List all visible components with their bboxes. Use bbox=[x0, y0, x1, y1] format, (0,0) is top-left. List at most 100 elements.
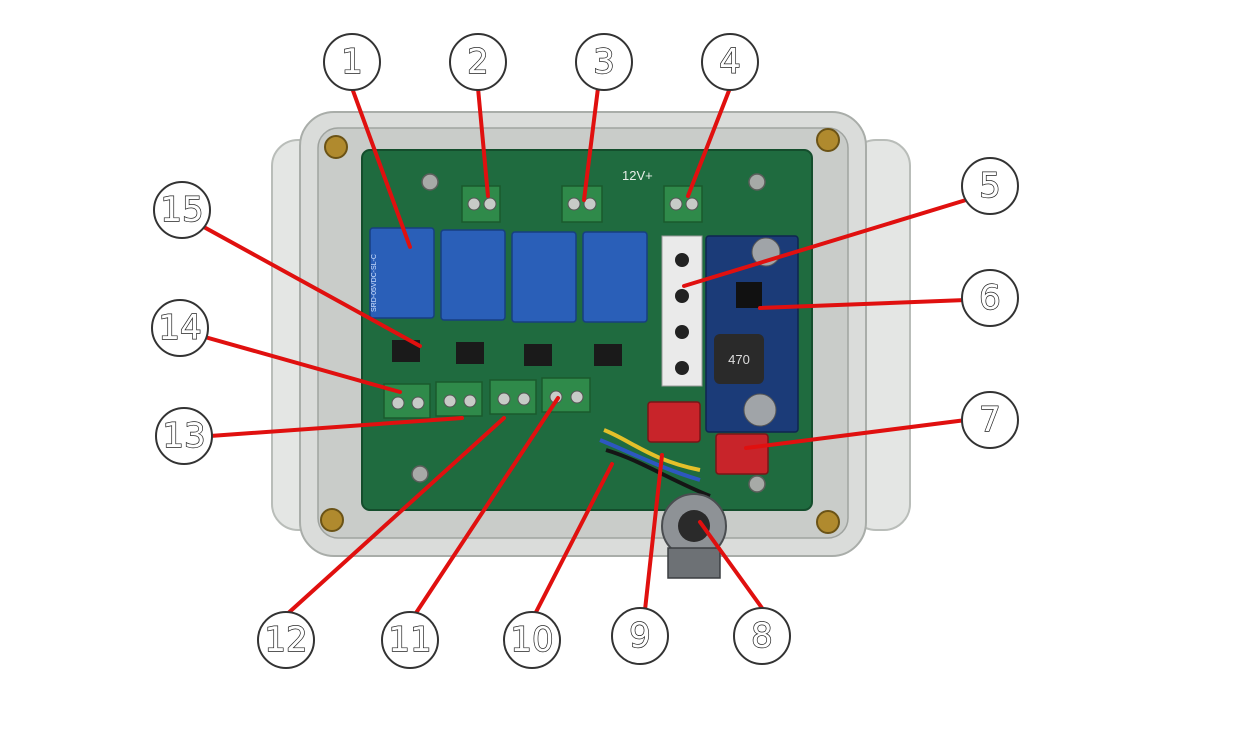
inductor bbox=[714, 334, 764, 384]
screw-top-left bbox=[324, 135, 348, 159]
pcb-hole-tl bbox=[421, 173, 439, 191]
leader-2 bbox=[476, 86, 490, 198]
svg-text:9: 9 bbox=[629, 616, 651, 656]
top-terminal-blocks bbox=[461, 185, 703, 223]
leader-7 bbox=[744, 418, 968, 450]
terminal-screw bbox=[497, 392, 511, 406]
optocoupler-row bbox=[392, 340, 622, 366]
svg-text:11: 11 bbox=[388, 620, 431, 660]
leader-4 bbox=[686, 86, 732, 198]
capacitor-bottom bbox=[743, 393, 777, 427]
leader-lines bbox=[178, 86, 968, 618]
terminal-screw bbox=[583, 197, 597, 211]
terminal-screw bbox=[443, 394, 457, 408]
leader-10 bbox=[532, 462, 614, 618]
relay-marking: SRD-05VDC-SL-C bbox=[371, 254, 378, 312]
rocker-switches bbox=[647, 401, 769, 475]
screw-bottom-right bbox=[816, 510, 840, 534]
callout-12: 12 bbox=[257, 611, 315, 669]
push-button-1 bbox=[675, 253, 689, 267]
svg-text:12: 12 bbox=[264, 620, 307, 660]
svg-text:4: 4 bbox=[719, 42, 741, 82]
wire-yellow bbox=[603, 428, 701, 472]
callout-5: 5 bbox=[961, 157, 1019, 215]
gland-core bbox=[678, 510, 710, 542]
relay-2 bbox=[440, 229, 506, 321]
dc-dc-chip bbox=[736, 282, 762, 308]
wire-bundle bbox=[599, 428, 711, 498]
wire-black bbox=[605, 448, 711, 498]
terminal-screw bbox=[391, 396, 405, 410]
svg-text:3: 3 bbox=[593, 42, 615, 82]
push-button-3 bbox=[675, 325, 689, 339]
terminal-screw bbox=[467, 197, 481, 211]
push-button-column bbox=[661, 235, 703, 387]
terminal-screw bbox=[669, 197, 683, 211]
optocoupler-2 bbox=[456, 342, 484, 364]
callout-6: 6 bbox=[961, 269, 1019, 327]
leader-5 bbox=[682, 198, 968, 288]
leader-1 bbox=[350, 86, 412, 249]
leader-6 bbox=[758, 298, 968, 310]
svg-text:7: 7 bbox=[979, 400, 1001, 440]
callout-4: 4 bbox=[701, 33, 759, 91]
cable-gland bbox=[661, 493, 727, 579]
svg-text:2: 2 bbox=[467, 42, 489, 82]
svg-text:8: 8 bbox=[751, 616, 773, 656]
leader-15 bbox=[180, 213, 422, 348]
leader-14 bbox=[178, 328, 402, 394]
pcb-hole-br bbox=[748, 475, 766, 493]
pcb-hole-tr bbox=[748, 173, 766, 191]
corner-screws bbox=[320, 128, 840, 534]
screw-top-right bbox=[816, 128, 840, 152]
relay-bank: SRD-05VDC-SL-C bbox=[369, 227, 648, 323]
leader-3 bbox=[582, 86, 600, 202]
callout-2: 2 bbox=[449, 33, 507, 91]
callout-15: 15 bbox=[153, 181, 211, 239]
svg-text:10: 10 bbox=[510, 620, 553, 660]
bottom-terminal-blocks bbox=[383, 377, 591, 419]
push-button-4 bbox=[675, 361, 689, 375]
leader-9 bbox=[643, 453, 664, 612]
svg-text:1: 1 bbox=[341, 42, 363, 82]
leader-13 bbox=[208, 416, 464, 438]
terminal-screw bbox=[463, 394, 477, 408]
relay-4 bbox=[582, 231, 648, 323]
svg-text:14: 14 bbox=[158, 308, 201, 348]
svg-text:13: 13 bbox=[162, 416, 205, 456]
dc-dc-module: 470 bbox=[705, 235, 799, 433]
optocoupler-1 bbox=[392, 340, 420, 362]
leader-8 bbox=[698, 520, 764, 610]
callout-14: 14 bbox=[151, 299, 209, 357]
terminal-screw bbox=[685, 197, 699, 211]
callout-9: 9 bbox=[611, 607, 669, 665]
relay-1 bbox=[369, 227, 435, 319]
gland-thread bbox=[667, 547, 721, 579]
wire-blue bbox=[599, 438, 701, 482]
terminal-screw bbox=[567, 197, 581, 211]
callout-3: 3 bbox=[575, 33, 633, 91]
rocker-switch-upper bbox=[647, 401, 701, 443]
callout-1: 1 bbox=[323, 33, 381, 91]
callout-11: 11 bbox=[381, 611, 439, 669]
callout-13: 13 bbox=[155, 407, 213, 465]
callout-8: 8 bbox=[733, 607, 791, 665]
svg-text:6: 6 bbox=[979, 278, 1001, 318]
svg-text:15: 15 bbox=[160, 190, 203, 230]
optocoupler-3 bbox=[524, 344, 552, 366]
callout-10: 10 bbox=[503, 611, 561, 669]
callout-7: 7 bbox=[961, 391, 1019, 449]
terminal-screw bbox=[411, 396, 425, 410]
rocker-switch-lower bbox=[715, 433, 769, 475]
pcb-hole-bl bbox=[411, 465, 429, 483]
push-button-2 bbox=[675, 289, 689, 303]
screw-bottom-left bbox=[320, 508, 344, 532]
pcb-silk-label: 12V+ bbox=[622, 168, 653, 183]
leader-12 bbox=[283, 416, 506, 618]
optocoupler-4 bbox=[594, 344, 622, 366]
pcb: 12V+ SRD-05VDC-SL-C bbox=[361, 149, 813, 579]
callouts: 1 2 3 4 5 6 7 8 bbox=[151, 33, 1019, 669]
terminal-screw bbox=[570, 390, 584, 404]
terminal-screw bbox=[483, 197, 497, 211]
